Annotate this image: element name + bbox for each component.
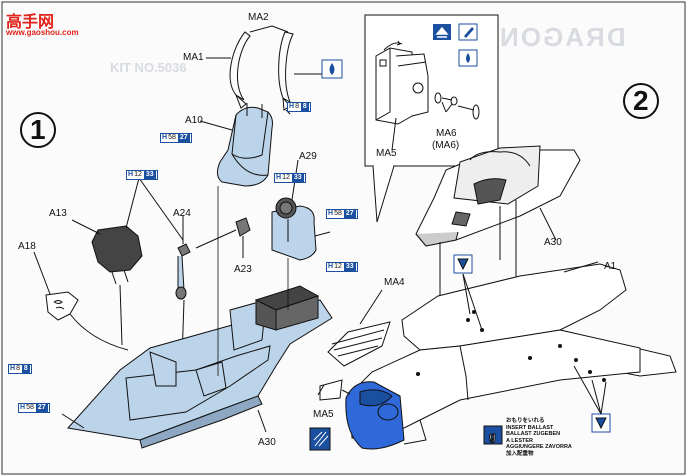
pedal-A23 (195, 217, 251, 258)
label-MA1: MA1 (183, 52, 204, 63)
watermark-url: www.gaoshou.com (6, 28, 79, 37)
label-A13: A13 (49, 208, 67, 219)
part-A18 (33, 251, 129, 351)
paint-glue-icons (321, 23, 478, 79)
guide-lines (217, 186, 289, 376)
step-1-number: 1 (30, 114, 46, 145)
dashboard-A29 (271, 159, 331, 261)
part-A13 (71, 219, 143, 346)
ballast-it: AGGIUNGERE ZAVORRA (506, 444, 572, 450)
kit-number-background: KIT NO.5036 (110, 60, 187, 75)
step-2-number: 2 (633, 85, 649, 116)
label-A18: A18 (18, 241, 36, 252)
label-A1: A1 (604, 261, 617, 272)
label-MA5-inset: MA5 (376, 148, 397, 159)
ballast-en: INSERT BALLAST (506, 424, 554, 431)
label-A30-right: A30 (544, 237, 562, 248)
fuselage-A1 (317, 261, 677, 450)
ballast-instructions: おもりをいれる INSERT BALLAST BALLAST ZUGEBEN A… (506, 418, 572, 457)
label-MA4: MA4 (384, 277, 405, 288)
watermark-logo: 高手网 (6, 14, 55, 31)
brand-background-text: DRAGON (498, 22, 626, 52)
ballast-de: BALLAST ZUGEBEN (506, 431, 561, 437)
label-MA2: MA2 (248, 12, 269, 23)
label-A30-left: A30 (258, 437, 276, 448)
label-A10: A10 (185, 115, 203, 126)
ballast-cn: 加入配重物 (506, 450, 534, 457)
cockpit-tub-A30 (61, 285, 333, 449)
label-A29: A29 (299, 151, 317, 162)
step2-circle (623, 83, 659, 119)
label-MA6-alt: (MA6) (432, 140, 460, 151)
label-MA6: MA6 (436, 128, 457, 139)
label-A24: A24 (173, 208, 191, 219)
ballast-jp: おもりをいれる (506, 418, 545, 424)
step1-circle (20, 112, 56, 148)
label-MA5: MA5 (313, 409, 334, 420)
label-A23: A23 (234, 264, 252, 275)
detail-inset (364, 14, 499, 223)
ballast-fr: A LESTER (506, 437, 533, 444)
callout-lines (125, 177, 184, 241)
ballast-pointers: g (309, 254, 611, 451)
svg-text:g: g (489, 431, 496, 443)
seat-A10 (199, 103, 273, 187)
